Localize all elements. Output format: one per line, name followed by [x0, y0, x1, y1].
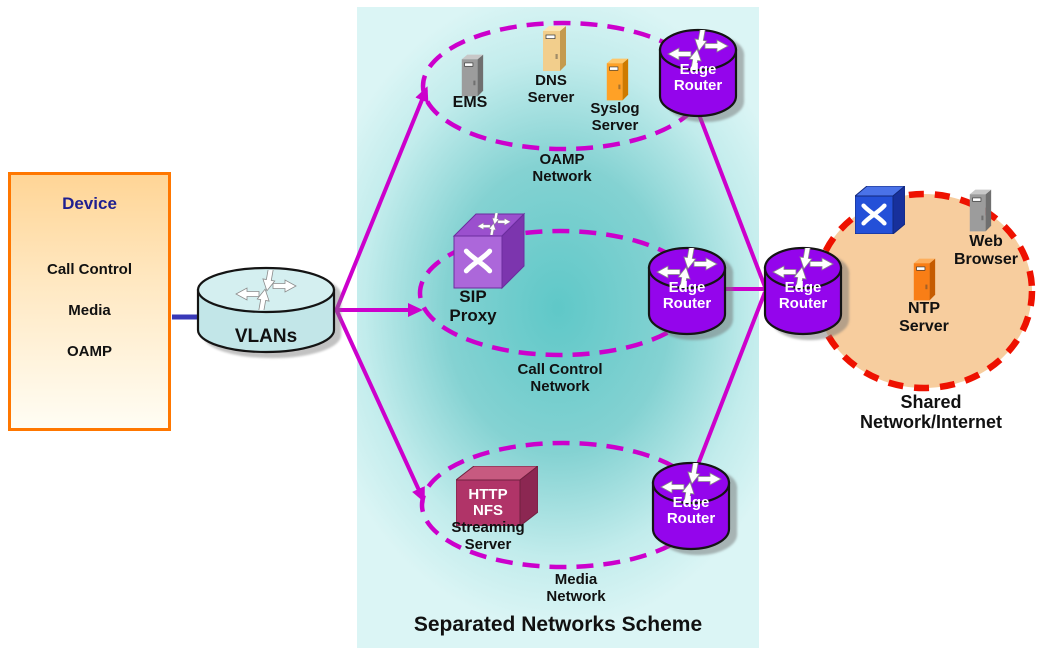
edge-router-call-label: Edge Router [662, 279, 712, 312]
ntp-server-label: NTP Server [899, 300, 949, 336]
vlans-router-icon: VLANs [196, 266, 336, 358]
edge-router-shared-icon: Edge Router [763, 246, 843, 338]
device-item-list: Call Control Media OAMP [11, 261, 168, 384]
oamp-network-label: OAMP Network [532, 151, 592, 185]
sip-proxy-label: SIP Proxy [449, 287, 497, 326]
separated-networks-title: Separated Networks Scheme [413, 613, 703, 636]
shared-network-label: Shared Network/Internet [859, 392, 1003, 433]
edge-router-media-label: Edge Router [666, 494, 716, 527]
oamp-router-to-shared-line [696, 111, 767, 288]
edge-router-oamp-label: Edge Router [673, 61, 723, 94]
ems-server-icon [459, 51, 485, 99]
vlans-label: VLANs [234, 326, 298, 347]
device-title: Device [62, 194, 117, 213]
dns-server-icon [540, 24, 566, 72]
web-browser-icon [967, 186, 993, 234]
device-item-media: Media [68, 302, 111, 319]
call-control-network-label: Call Control Network [517, 361, 603, 395]
edge-router-shared-label: Edge Router [778, 279, 828, 312]
device-item-call-control: Call Control [47, 261, 132, 278]
sip-proxy-icon [452, 212, 526, 290]
ntp-server-icon [911, 255, 937, 303]
dns-server-label: DNS Server [527, 72, 575, 106]
vlans-to-media-line [334, 308, 425, 503]
web-browser-label: Web Browser [953, 233, 1019, 269]
streaming-server-label: Streaming Server [451, 519, 525, 553]
device-item-oamp: OAMP [67, 343, 112, 360]
switch-icon [853, 184, 907, 236]
edge-router-oamp-icon: Edge Router [658, 28, 738, 120]
ems-label: EMS [452, 94, 488, 111]
streaming-server-box-label: HTTP NFS [468, 485, 508, 519]
syslog-server-icon [604, 55, 630, 103]
media-network-label: Media Network [546, 571, 606, 605]
syslog-server-label: Syslog Server [590, 100, 640, 134]
edge-router-media-icon: Edge Router [651, 461, 731, 553]
media-router-to-shared-line [695, 291, 767, 468]
edge-router-call-icon: Edge Router [647, 246, 727, 338]
vlans-to-oamp-line [334, 86, 429, 312]
device-panel: Device Call Control Media OAMP [8, 172, 171, 431]
streaming-server-icon: HTTP NFS [454, 464, 540, 528]
